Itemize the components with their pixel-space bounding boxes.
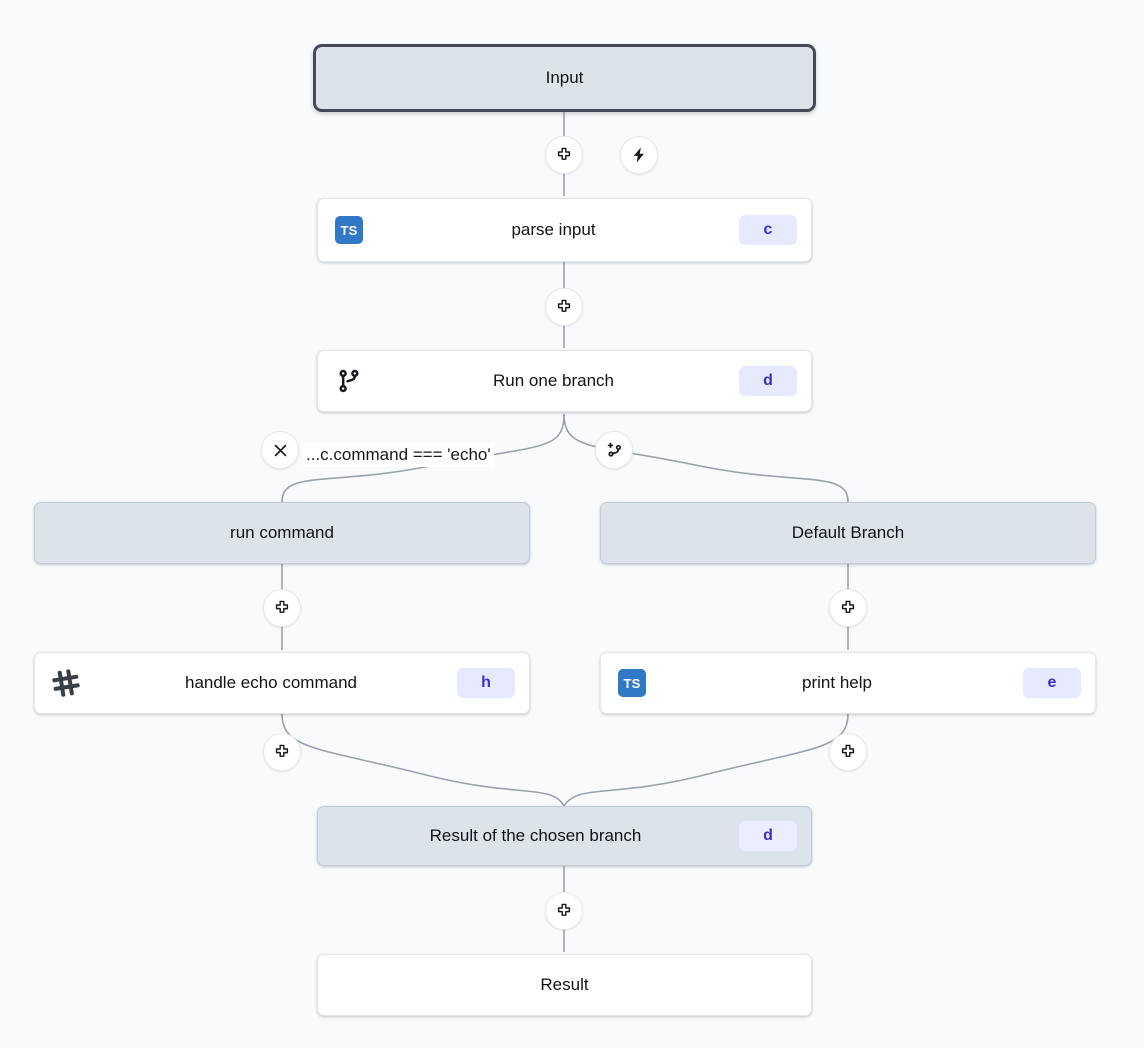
bash-hash-icon [49,666,83,700]
plus-icon [275,600,289,613]
node-branch-result-label: Result of the chosen branch [429,826,642,845]
node-print-help-badge[interactable]: e [1023,668,1081,698]
remove-branch-button[interactable] [261,431,299,469]
plus-icon [557,147,571,160]
node-run-command[interactable]: run command [34,502,530,564]
node-parse-input-label: parse input [511,220,596,239]
node-input-label: Input [545,68,584,87]
plus-icon [841,744,855,757]
node-handle-echo-command[interactable]: handle echo command h [34,652,530,714]
plus-icon [275,744,289,757]
node-run-one-branch-label: Run one branch [493,371,614,390]
insert-step-button-after-run-command[interactable] [263,589,301,627]
node-result[interactable]: Result [317,954,812,1016]
insert-step-button-after-print-help[interactable] [829,733,867,771]
plus-icon [841,600,855,613]
edge-printhelp-result [563,713,849,807]
node-default-branch[interactable]: Default Branch [600,502,1096,564]
typescript-icon: TS [615,666,649,700]
node-handle-echo-command-label: handle echo command [184,673,357,692]
node-parse-input-badge[interactable]: c [739,215,797,245]
edge-handleecho-result [281,713,565,807]
close-icon [274,444,286,456]
node-run-one-branch-badge[interactable]: d [739,366,797,396]
insert-step-button-after-handle-echo[interactable] [263,733,301,771]
node-print-help[interactable]: TS print help e [600,652,1096,714]
insert-step-button-after-input[interactable] [545,136,583,174]
node-parse-input[interactable]: TS parse input c [317,198,812,262]
add-branch-button[interactable] [595,431,633,469]
plus-icon [557,903,571,916]
add-branch-icon [607,442,621,457]
node-handle-echo-command-badge[interactable]: h [457,668,515,698]
node-print-help-label: print help [802,673,872,692]
trigger-button[interactable] [620,136,658,174]
insert-step-button-after-default-branch[interactable] [829,589,867,627]
insert-step-button-after-parse-input[interactable] [545,288,583,326]
node-default-branch-label: Default Branch [791,523,905,542]
node-run-one-branch[interactable]: Run one branch d [317,350,812,412]
git-branch-icon [332,364,366,398]
node-run-command-label: run command [230,523,334,542]
typescript-icon: TS [332,213,366,247]
node-branch-result-badge[interactable]: d [739,821,797,851]
lightning-icon [633,147,644,163]
insert-step-button-after-branch-result[interactable] [545,892,583,930]
node-branch-result[interactable]: Result of the chosen branch d [317,806,812,866]
node-input[interactable]: Input [313,44,816,112]
branch-condition-label[interactable]: ...c.command === 'echo' [303,443,494,467]
plus-icon [557,299,571,312]
node-result-label: Result [540,975,589,994]
